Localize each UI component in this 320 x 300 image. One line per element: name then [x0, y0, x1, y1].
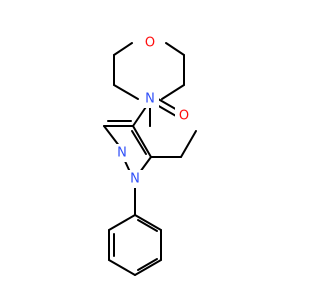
bond-ph-inner-c: [137, 219, 158, 232]
atom-labels: O N O N N: [113, 34, 193, 188]
atom-label-pyrazole-n2: N: [117, 146, 127, 161]
molecule-structure-diagram: O N O N N: [103, 34, 197, 276]
bonds: [103, 42, 197, 276]
bond-c5-c4-double: [131, 130, 147, 155]
atom-label-carbonyl-oxygen: O: [179, 109, 189, 124]
bond-ph-inner-b: [137, 258, 158, 271]
bond-o-c1: [113, 42, 133, 56]
bond-n1-c5: [139, 156, 152, 173]
bond-ph-6-1: [134, 214, 162, 231]
bond-c5-c4: [132, 125, 152, 158]
atom-label-pyrazole-n1: N: [130, 172, 140, 187]
atom-label-morpholine-nitrogen: N: [145, 92, 155, 107]
bond-n-c3: [161, 84, 185, 100]
bond-ph-3-4: [108, 259, 136, 276]
bond-c4-o: [165, 42, 185, 56]
bond-c2-n: [113, 84, 139, 100]
bond-ph-4-5: [134, 259, 162, 276]
bond-ph-1-2: [108, 214, 136, 231]
atom-label-morpholine-oxygen: O: [145, 36, 155, 51]
bond-ethyl-1-2: [180, 130, 197, 158]
bond-c3-n2: [103, 125, 121, 148]
